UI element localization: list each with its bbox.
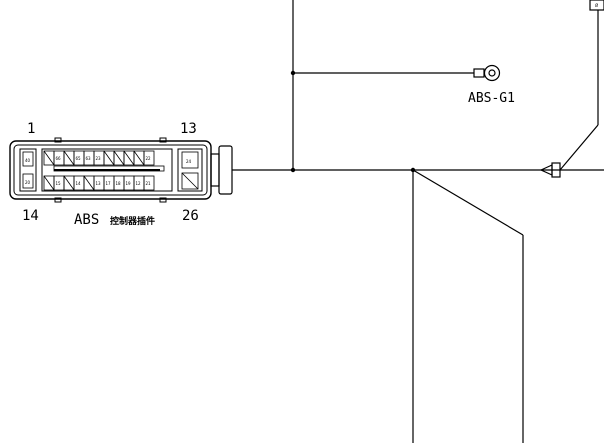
pin-label-26: 26	[182, 208, 199, 224]
junction-dot	[410, 167, 416, 173]
pin-cell-empty-mark	[113, 150, 125, 166]
junction-dot	[290, 167, 296, 173]
pin-cell-empty-mark	[63, 175, 75, 191]
pin-cell-label: 63	[86, 156, 92, 161]
pin-cell-label: 12	[136, 181, 142, 186]
connector-name: ABS 控制器插件	[74, 209, 155, 228]
pin-cell-label: 14	[76, 181, 82, 186]
pin-cell	[143, 150, 155, 166]
pin-cell-right-top: 24	[186, 159, 192, 164]
ground-terminal-icon	[473, 64, 501, 82]
component-top-right: Ø	[589, 0, 604, 11]
abs-connector: 66 65 63 23 22 15 14 13 17 18 19 12 21	[9, 137, 233, 203]
pin-cell-empty-mark	[133, 150, 145, 166]
pin-label-1: 1	[27, 121, 35, 137]
pin-cell-label: 66	[56, 156, 62, 161]
pin-cell-label: 65	[76, 156, 82, 161]
svg-text:Ø: Ø	[595, 3, 598, 8]
pin-cell-empty-mark	[43, 150, 55, 166]
pin-cell-label: 19	[126, 181, 132, 186]
pin-cell-empty-mark	[103, 150, 115, 166]
pin-label-13: 13	[180, 121, 197, 137]
pin-cell-label: 21	[146, 181, 152, 186]
wire-diagonal-top-right	[559, 124, 599, 171]
pin-cell-label: 15	[56, 181, 62, 186]
pin-cell-left-top: 40	[25, 158, 31, 163]
pin-cell-empty-mark	[43, 175, 55, 191]
wire-diagonal	[412, 169, 524, 236]
pin-cell-empty-mark	[63, 150, 75, 166]
pin-label-14: 14	[22, 208, 39, 224]
ground-label: ABS-G1	[468, 91, 515, 106]
pin-cell-label: 17	[106, 181, 112, 186]
pin-cell-empty-mark	[123, 150, 135, 166]
pin-cell	[143, 175, 155, 191]
pin-cell-label: 18	[116, 181, 122, 186]
pin-cells: 66 65 63 23 22 15 14 13 17 18 19 12 21	[43, 150, 155, 191]
junction-dot	[290, 70, 296, 76]
pin-cell-label: 23	[96, 156, 102, 161]
inline-connector-icon	[539, 162, 561, 178]
pin-cell-left-bottom: 20	[25, 180, 31, 185]
pin-cell-label: 13	[96, 181, 102, 186]
pin-cell-empty-mark	[83, 175, 95, 191]
pin-cell-label: 22	[146, 156, 152, 161]
